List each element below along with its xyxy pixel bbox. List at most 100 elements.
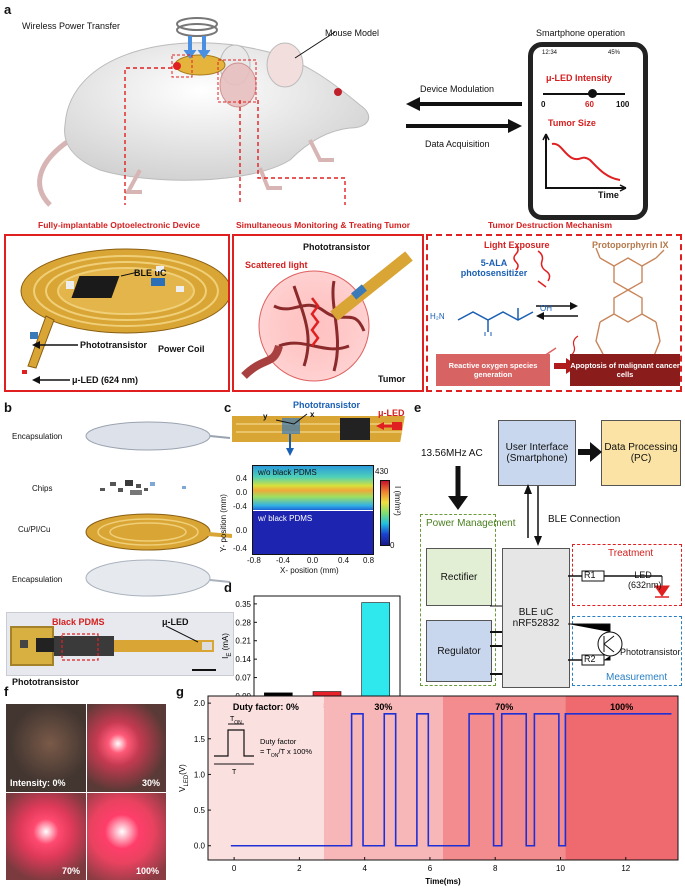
power-mgmt-box xyxy=(420,514,496,686)
led-photo-100 xyxy=(86,792,166,880)
tumor-illustration xyxy=(241,251,413,382)
phototransistor-label-e: Phototransistor xyxy=(620,647,681,657)
simultaneous-title: Simultaneous Monitoring & Treating Tumor xyxy=(236,220,411,230)
ble-uc-label: BLE uC xyxy=(134,268,167,278)
heatmap-divider xyxy=(253,510,373,511)
chart-g-xtick-label: 2 xyxy=(297,864,302,873)
ble-uc-box: BLE uC nRF52832 xyxy=(502,548,570,688)
uled-label-c: μ-LED xyxy=(378,408,405,418)
led-intensity-100-label: 100% xyxy=(136,866,160,876)
layer-label-2: Cu/PI/Cu xyxy=(18,525,51,534)
c-xtick-3: 0.4 xyxy=(338,556,350,565)
ble-connection-label: BLE Connection xyxy=(548,514,621,525)
panel-b-letter: b xyxy=(4,400,12,415)
led-intensity-label: μ-LED Intensity xyxy=(546,73,613,83)
colorbar-min: 0 xyxy=(390,541,395,550)
phototransistor-label-tumor: Phototransistor xyxy=(303,242,371,252)
led-632-label: LED (632nm) xyxy=(628,570,662,590)
chart-g-region xyxy=(443,696,566,860)
uled-label-b: μ-LED xyxy=(162,617,189,627)
heatmap-top-label: w/o black PDMS xyxy=(258,468,317,477)
device-box xyxy=(4,234,230,392)
mouse-model-label: Mouse Model xyxy=(325,28,380,38)
led-grid-hline xyxy=(6,792,166,793)
chart-g-ytick-label: 0.5 xyxy=(194,806,206,815)
phototransistor-label-c: Phototransistor xyxy=(293,400,361,410)
c-xtick-1: -0.4 xyxy=(276,556,290,565)
c-ytick-3: 0.0 xyxy=(236,526,248,535)
colorbar xyxy=(380,480,390,546)
chart-d-ytick-label: 0.07 xyxy=(235,674,251,683)
tumor-destruction-title: Tumor Destruction Mechanism xyxy=(488,220,613,230)
chart-g-xlabel: Time(ms) xyxy=(425,877,461,886)
callout-lines xyxy=(124,67,346,205)
intensity-slider-knob[interactable] xyxy=(587,89,597,98)
smartphone-op-label: Smartphone operation xyxy=(536,28,626,38)
regulator-box: Regulator xyxy=(426,620,492,682)
ppix-label: Protoporphyrin IX xyxy=(592,240,669,250)
heatmap-bottom xyxy=(253,511,373,554)
heatmap-bottom-label: w/ black PDMS xyxy=(258,514,313,523)
light-exposure-label: Light Exposure xyxy=(484,240,550,250)
mechanism-illustration xyxy=(457,245,665,374)
chart-g-ylabel: VLED(V) xyxy=(178,764,190,792)
colorbar-max: 430 xyxy=(375,467,389,476)
device-arrows xyxy=(32,341,78,384)
chart-g-ytick-label: 2.0 xyxy=(194,699,206,708)
axis-y-label-c: y xyxy=(263,412,268,421)
chart-g: Duty factor: 0%30%70%100%0.00.51.01.52.0… xyxy=(178,695,679,886)
slider-min: 0 xyxy=(541,100,546,109)
phone-time: 12:34 xyxy=(542,50,558,56)
intensity-slider-track[interactable] xyxy=(543,93,625,95)
inset-ton-label: TON xyxy=(230,716,242,726)
panel-e-letter: e xyxy=(414,400,422,415)
tumor-box xyxy=(232,234,424,392)
chart-g-region-label: Duty factor: 0% xyxy=(233,702,299,712)
chart-d-ylabel: IE (mA) xyxy=(221,633,233,659)
scattered-light-label: Scattered light xyxy=(245,260,308,270)
slider-max: 100 xyxy=(616,100,630,109)
chart-g-xtick-label: 10 xyxy=(556,864,565,873)
slider-value: 60 xyxy=(585,100,594,109)
chart-g-ytick-label: 1.5 xyxy=(194,735,206,744)
r2-label: R2 xyxy=(584,654,596,664)
chart-g-region xyxy=(565,696,678,860)
oh-label: OH xyxy=(540,304,552,313)
chart-g-frame xyxy=(207,695,679,861)
ui-box: User Interface (Smartphone) xyxy=(498,420,576,486)
heatmap-top xyxy=(253,466,373,510)
layer-label-3: Encapsulation xyxy=(12,575,63,584)
panel-c-letter: c xyxy=(224,400,232,415)
uled-624-label: μ-LED (624 nm) xyxy=(72,375,139,385)
chart-d-ytick-label: 0.35 xyxy=(235,600,251,609)
fully-implantable-title: Fully-implantable Optoelectronic Device xyxy=(38,220,201,230)
chart-g-region-label: 100% xyxy=(610,702,633,712)
smartphone-frame xyxy=(528,42,648,220)
c-ytick-1: 0.0 xyxy=(236,488,248,497)
modulation-arrows xyxy=(406,97,522,133)
chart-g-region xyxy=(208,696,324,860)
c-ytick-2: -0.4 xyxy=(233,502,247,511)
panel-f-letter: f xyxy=(4,684,9,699)
phone-battery: 45% xyxy=(608,50,621,56)
phototransistor-label-b: Phototransistor xyxy=(12,677,80,687)
chart-g-xtick-label: 0 xyxy=(232,864,237,873)
device-photo-drawing xyxy=(10,625,216,671)
phototransistor-label-a: Phototransistor xyxy=(80,340,148,350)
c-xtick-4: 0.8 xyxy=(363,556,375,565)
time-label: Time xyxy=(598,190,619,200)
wireless-power-label: Wireless Power Transfer xyxy=(22,21,121,31)
panel-a-letter: a xyxy=(4,2,12,17)
chart-g-region-label: 70% xyxy=(495,702,513,712)
layer-stack xyxy=(85,421,232,597)
led-photo-30 xyxy=(86,704,166,792)
mechanism-box xyxy=(426,234,682,392)
treatment-label: Treatment xyxy=(608,548,654,559)
panel-d-letter: d xyxy=(224,580,232,595)
data-processing-box: Data Processing (PC) xyxy=(601,420,681,486)
mouse-illustration xyxy=(37,17,370,207)
chart-g-signal-line xyxy=(230,713,672,847)
power-coil-label: Power Coil xyxy=(158,344,205,354)
inset-pulse xyxy=(214,729,254,757)
chart-g-ytick-label: 1.0 xyxy=(194,770,206,779)
